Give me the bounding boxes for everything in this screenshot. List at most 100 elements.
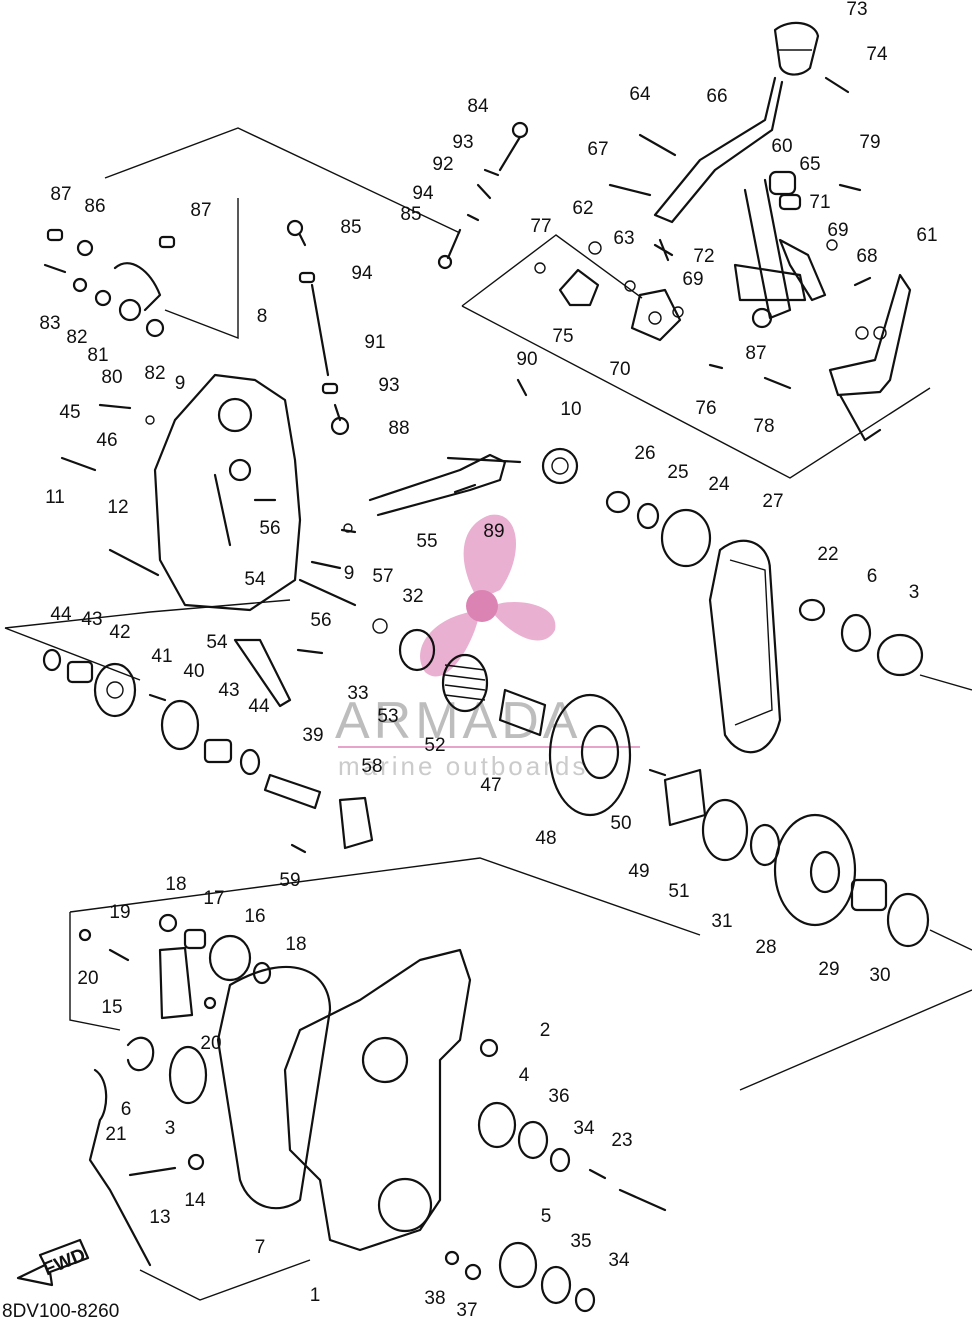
propeller-logo [420,514,556,677]
part-callout-84: 84 [467,96,489,117]
part-callout-43: 43 [218,680,239,701]
fwd-label: FWD [41,1245,89,1281]
part-callout-34: 34 [573,1118,595,1139]
part-callout-87: 87 [745,343,766,364]
watermark-tagline: marine outboards [338,751,588,781]
part-callout-18: 18 [285,934,306,955]
part-callout-89: 89 [483,521,504,542]
part-callout-93: 93 [452,132,473,153]
part-callout-78: 78 [753,416,774,437]
part-callout-17: 17 [203,888,224,909]
part-callout-92: 92 [432,154,453,175]
part-callout-54: 54 [206,632,228,653]
part-callout-45: 45 [59,402,80,423]
part-callout-91: 91 [364,332,385,353]
part-callout-57: 57 [372,566,393,587]
part-callout-21: 21 [105,1124,126,1145]
part-callout-12: 12 [107,497,128,518]
part-callout-5: 5 [541,1206,552,1227]
part-callout-72: 72 [693,246,714,267]
part-callout-88: 88 [388,418,409,439]
gear-assembly-left [42,618,388,854]
diagram-code: 8DV100-8260 [2,1301,119,1320]
part-callout-39: 39 [302,725,323,746]
part-callout-60: 60 [771,136,792,157]
part-callout-83: 83 [39,313,60,334]
part-callout-54: 54 [244,569,266,590]
part-callout-2: 2 [540,1020,551,1041]
fwd-arrow: FWD [16,1238,90,1287]
part-callout-87: 87 [50,184,71,205]
part-callout-18: 18 [165,874,186,895]
part-callout-28: 28 [755,937,776,958]
part-callout-3: 3 [165,1118,176,1139]
part-callout-8: 8 [257,306,268,327]
part-callout-1: 1 [310,1285,321,1306]
part-callout-25: 25 [667,462,688,483]
part-callout-44: 44 [50,604,72,625]
part-callout-33: 33 [347,683,368,704]
part-callout-47: 47 [480,775,501,796]
part-callout-35: 35 [570,1231,591,1252]
part-callout-23: 23 [611,1130,632,1151]
part-callout-31: 31 [711,911,732,932]
part-callout-86: 86 [84,196,105,217]
watermark-brand: ARMADA [335,692,581,750]
part-callout-48: 48 [535,828,556,849]
part-callout-85: 85 [340,217,361,238]
part-callout-85: 85 [400,204,421,225]
part-callout-71: 71 [809,192,830,213]
part-callout-19: 19 [109,902,130,923]
part-callout-73: 73 [846,0,867,20]
part-callout-69: 69 [827,220,848,241]
group-outlines [4,127,972,1301]
part-callout-4: 4 [519,1065,530,1086]
part-callout-74: 74 [866,44,888,65]
part-callout-20: 20 [77,968,98,989]
part-callout-76: 76 [695,398,716,419]
part-callout-34: 34 [608,1250,630,1271]
part-callout-6: 6 [121,1099,132,1120]
part-callout-13: 13 [149,1207,170,1228]
clutch-assembly [398,490,930,948]
part-callout-41: 41 [151,646,172,667]
part-callout-51: 51 [668,881,689,902]
part-callout-15: 15 [101,997,122,1018]
part-callout-64: 64 [629,84,651,105]
part-callout-55: 55 [416,531,437,552]
part-callout-37: 37 [456,1300,477,1320]
part-callout-24: 24 [708,474,730,495]
part-callout-46: 46 [96,430,117,451]
part-callout-66: 66 [706,86,727,107]
part-callout-44: 44 [248,696,270,717]
part-callout-32: 32 [402,586,423,607]
part-callout-82: 82 [144,363,165,384]
part-callout-65: 65 [799,154,820,175]
part-callout-81: 81 [87,345,108,366]
part-callout-11: 11 [45,487,65,508]
part-callout-9: 9 [175,373,186,394]
part-callout-27: 27 [762,491,783,512]
part-callout-63: 63 [613,228,634,249]
part-callout-67: 67 [587,139,608,160]
knob-73 [773,21,820,76]
part-callout-69: 69 [682,269,703,290]
part-callout-50: 50 [610,813,631,834]
part-callout-77: 77 [530,216,551,237]
part-callout-36: 36 [548,1086,569,1107]
part-callout-9: 9 [344,563,355,584]
part-callout-29: 29 [818,959,839,980]
cover-case [43,228,357,612]
part-callout-14: 14 [184,1190,206,1211]
part-callout-59: 59 [279,870,300,891]
part-callout-75: 75 [552,326,573,347]
part-callout-42: 42 [109,622,130,643]
part-callout-68: 68 [856,246,877,267]
part-callout-70: 70 [609,359,630,380]
part-callout-38: 38 [424,1288,445,1309]
part-callout-80: 80 [101,367,122,388]
part-callout-79: 79 [859,132,880,153]
part-callout-10: 10 [560,399,581,420]
